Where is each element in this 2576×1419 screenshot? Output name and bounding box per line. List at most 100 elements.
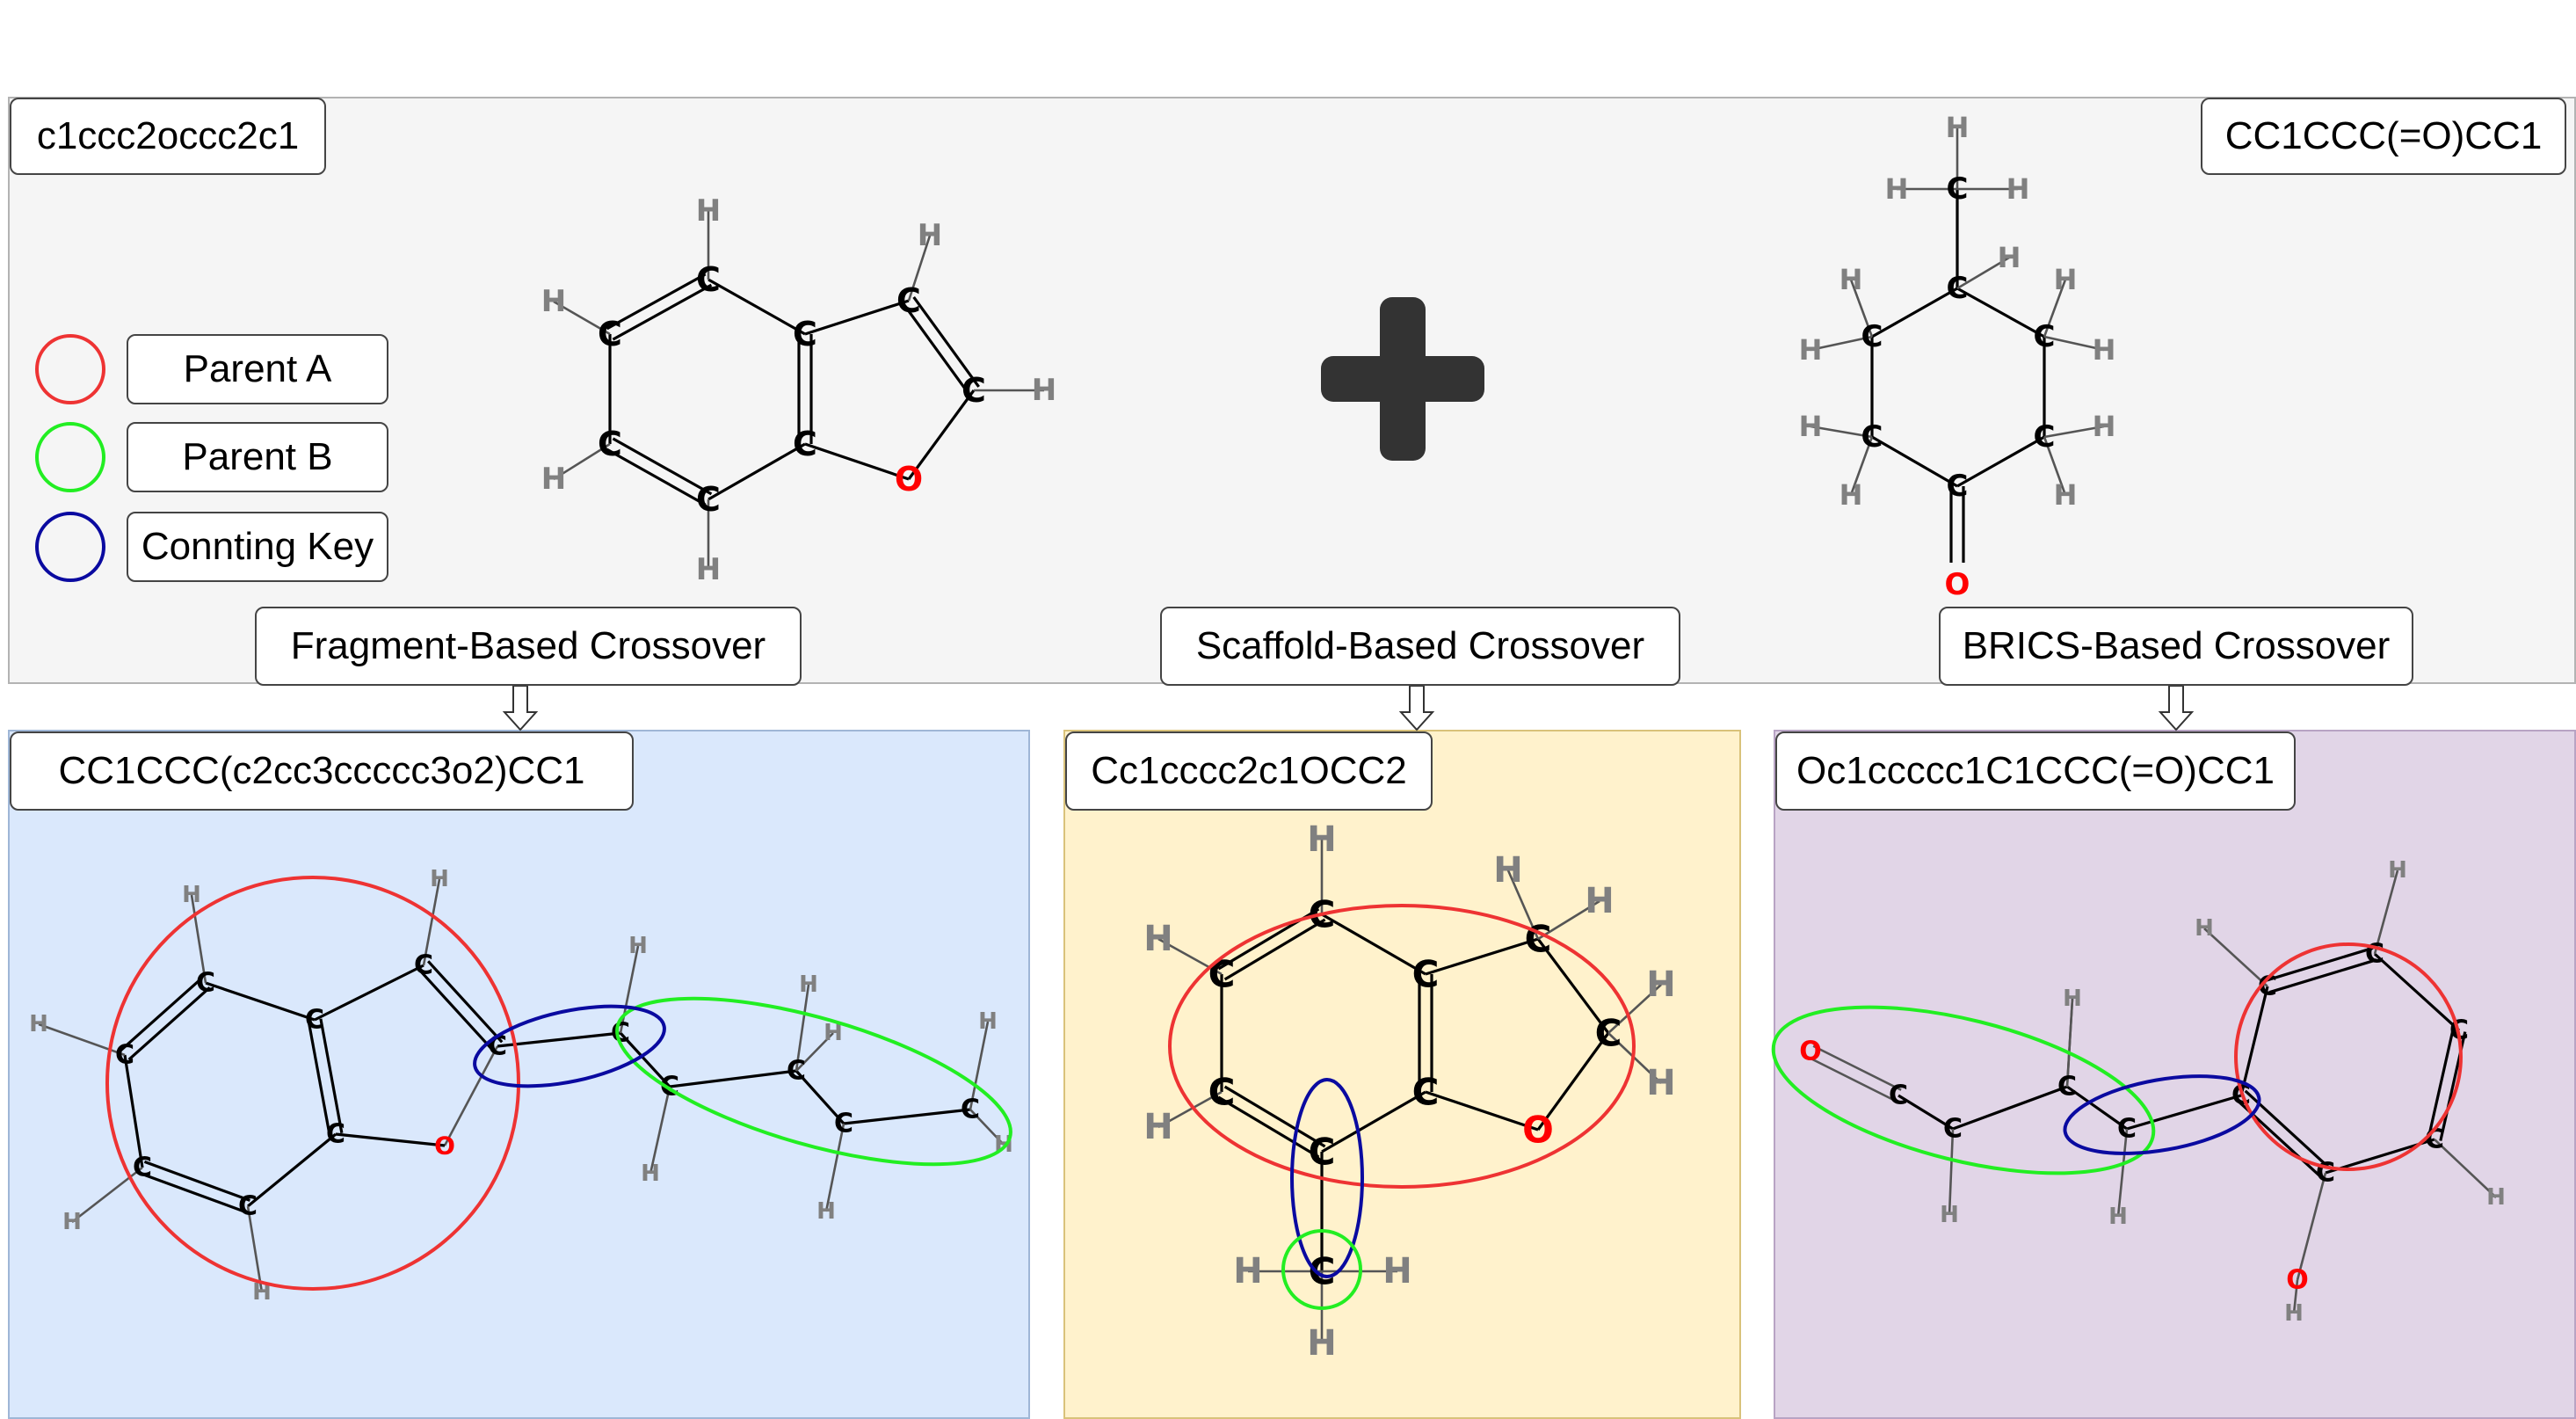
bond [804, 442, 910, 481]
atom-oxygen: O [895, 460, 923, 498]
atom-carbon: C [1595, 1012, 1622, 1055]
c-h-bond [1506, 870, 1540, 940]
bond [907, 389, 976, 480]
legend-parent-a-circle [35, 334, 105, 404]
atom-hydrogen: H [1940, 1202, 1959, 1228]
atom-carbon: C [1943, 1114, 1963, 1145]
c-h-bond [1607, 984, 1662, 1034]
atom-hydrogen: H [2054, 478, 2078, 512]
bond [1871, 435, 1958, 488]
atom-carbon: C [1412, 1071, 1440, 1114]
double-bond [2265, 946, 2374, 982]
c-h-bond [190, 894, 207, 984]
atom-hydrogen: H [918, 218, 942, 253]
atom-hydrogen: H [1946, 111, 1970, 144]
atom-carbon: C [896, 281, 921, 320]
bond [2239, 986, 2269, 1096]
fragment-offspring-smiles: CC1CCC(c2cc3ccccc3o2)CC1 [10, 731, 634, 811]
connecting-key-highlight [1290, 1078, 1364, 1278]
atom-oxygen: O [434, 1132, 455, 1161]
atom-hydrogen: H [2284, 1300, 2304, 1327]
atom-hydrogen: H [29, 1011, 48, 1037]
atom-carbon: C [2425, 1124, 2444, 1155]
atom-hydrogen: H [1493, 850, 1522, 891]
bond [669, 1069, 797, 1088]
atom-hydrogen: H [1839, 263, 1863, 296]
bond [1425, 937, 1539, 976]
double-bond [1807, 1056, 1897, 1102]
c-h-bond [553, 442, 611, 481]
parent-b-highlight [615, 996, 1012, 1167]
atom-hydrogen: H [1839, 478, 1863, 512]
bond [1952, 1085, 2068, 1131]
c-h-bond [649, 1086, 671, 1175]
bond [804, 299, 910, 336]
double-bond [1812, 1044, 1902, 1091]
atom-hydrogen: H [1143, 1107, 1172, 1147]
bond [1956, 435, 2045, 488]
atom-carbon: C [696, 480, 721, 519]
bond [443, 1045, 499, 1146]
c-h-bond [824, 1123, 845, 1212]
c-h-bond [553, 300, 611, 336]
c-h-bond [2434, 1139, 2497, 1198]
atom-hydrogen: H [696, 193, 721, 229]
atom-hydrogen: H [2195, 915, 2214, 942]
atom-hydrogen: H [1998, 241, 2021, 274]
bond [246, 1132, 337, 1208]
atom-hydrogen: H [2006, 172, 2030, 206]
atom-hydrogen: H [1307, 1323, 1336, 1364]
atom-oxygen: O [1945, 567, 1970, 602]
atom-hydrogen: H [2063, 986, 2082, 1012]
legend-parent-b-circle [35, 422, 105, 492]
arrow-brics-icon [2158, 685, 2195, 731]
bond [707, 442, 806, 501]
atom-carbon: C [598, 315, 622, 353]
c-h-bond [619, 945, 640, 1034]
brics-crossover-label: BRICS-Based Crossover [1939, 607, 2413, 686]
bond [1321, 1090, 1426, 1153]
atom-oxygen: O [2286, 1265, 2309, 1296]
c-h-bond [422, 878, 441, 966]
atom-hydrogen: H [2093, 410, 2116, 443]
parent-a-highlight [2234, 942, 2463, 1171]
atom-hydrogen: H [1233, 1251, 1262, 1292]
parent-b-highlight [1771, 1005, 2156, 1175]
double-bond [417, 968, 495, 1052]
double-bond [1217, 1095, 1320, 1159]
atom-carbon: C [2034, 319, 2056, 354]
atom-hydrogen: H [641, 1161, 660, 1187]
atom-hydrogen: H [1885, 172, 1909, 206]
c-h-bond [1948, 1128, 1955, 1216]
atom-oxygen: O [1799, 1037, 1822, 1067]
parents-panel [8, 97, 2576, 684]
atom-carbon: C [834, 1109, 853, 1139]
double-bond [606, 273, 707, 331]
atom-hydrogen: H [1799, 333, 1823, 367]
atom-carbon: C [1947, 469, 1969, 504]
legend-parent-b-label: Parent B [127, 422, 388, 492]
bond [497, 1031, 621, 1048]
bond [2066, 1085, 2128, 1131]
atom-carbon: C [660, 1072, 679, 1102]
double-bond [307, 1020, 331, 1136]
atom-carbon: C [1412, 953, 1440, 996]
bond [1425, 1090, 1539, 1132]
c-h-bond [1956, 256, 2010, 290]
bond [1536, 938, 1610, 1034]
atom-hydrogen: H [2054, 263, 2078, 296]
bond [1956, 287, 2045, 338]
atom-oxygen: O [1522, 1109, 1554, 1152]
atom-hydrogen: H [824, 1020, 843, 1046]
legend-key-label: Connting Key [127, 512, 388, 582]
atom-hydrogen: H [430, 866, 449, 892]
c-h-bond [2043, 335, 2105, 352]
double-bond [606, 448, 707, 506]
bond [619, 1031, 671, 1088]
bond [795, 1069, 845, 1125]
parent-b-smiles-label: CC1CCC(=O)CC1 [2201, 98, 2566, 175]
c-h-bond [2043, 279, 2067, 338]
double-bond [612, 437, 713, 496]
double-bond [1223, 918, 1326, 981]
